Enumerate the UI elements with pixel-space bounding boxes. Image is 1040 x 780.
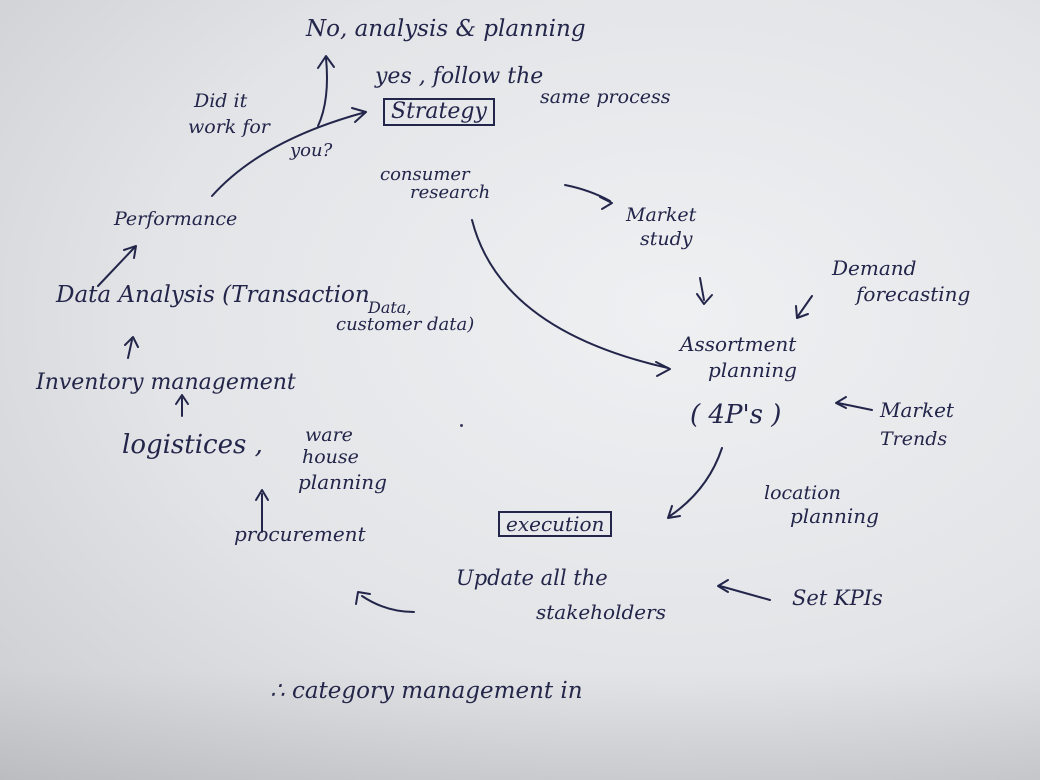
logistics-line-1: logistices , xyxy=(122,430,263,460)
arrowhead-market xyxy=(599,196,613,210)
logistics-line-3: house xyxy=(302,446,359,468)
arrow-to-no xyxy=(317,57,328,127)
arrow-kpis-to-update xyxy=(719,585,771,601)
arrowhead-market-down xyxy=(696,293,713,305)
four-ps-label: ( 4P's ) xyxy=(690,400,782,430)
data-analysis-label: Data Analysis (Transaction xyxy=(56,282,370,308)
location-planning-line-1: location xyxy=(764,482,841,504)
location-planning-line-2: planning xyxy=(790,504,879,528)
footer-category-management: ∴ category management in xyxy=(270,678,583,704)
procurement-label: procurement xyxy=(234,522,366,546)
arrow-4ps-to-execution xyxy=(669,447,723,517)
arrow-performance-to-strategy xyxy=(211,111,367,197)
arrowhead-trends xyxy=(835,396,847,409)
arrowhead-no xyxy=(317,55,335,69)
strategy-box: Strategy xyxy=(383,98,495,126)
arrowhead-assortment-left xyxy=(655,361,671,377)
arrow-inventory-to-data xyxy=(127,339,133,359)
question-line-2: work for xyxy=(188,116,270,138)
no-branch-label: No, analysis & planning xyxy=(306,16,586,42)
arrowhead-update xyxy=(355,591,371,605)
demand-forecasting-line-2: forecasting xyxy=(856,282,971,306)
pen-dot xyxy=(460,424,463,427)
arrowhead-logistics xyxy=(255,489,269,501)
market-study-line-2: study xyxy=(640,228,693,250)
arrow-trends-to-4ps xyxy=(837,402,873,411)
logistics-line-4: planning xyxy=(298,470,387,494)
assortment-line-1: Assortment xyxy=(680,332,797,356)
arrowhead-kpis xyxy=(717,579,729,593)
execution-box: execution xyxy=(498,511,613,537)
arrow-data-to-performance xyxy=(97,247,135,287)
set-kpis-label: Set KPIs xyxy=(792,586,883,610)
inventory-management-label: Inventory management xyxy=(36,370,296,395)
yes-branch-label: yes , follow the xyxy=(375,64,544,89)
data-analysis-line-2: Data, xyxy=(368,298,412,317)
logistics-line-2: ware xyxy=(305,424,353,446)
arrow-market-to-assortment xyxy=(699,277,705,301)
arrow-update-to-procurement xyxy=(361,595,415,613)
question-line-3: you? xyxy=(290,140,333,161)
market-study-line-1: Market xyxy=(626,204,697,226)
question-line-1: Did it xyxy=(194,90,248,112)
arrowhead-data xyxy=(124,336,139,348)
market-trends-line-1: Market xyxy=(880,398,954,422)
arrowhead-demand xyxy=(795,305,809,319)
update-line-2: stakeholders xyxy=(536,600,666,624)
arrowhead-inventory xyxy=(175,394,189,405)
performance-label: Performance xyxy=(114,208,238,230)
arrow-demand-to-assortment xyxy=(797,295,813,317)
market-trends-line-2: Trends xyxy=(880,428,948,450)
update-line-1: Update all the xyxy=(456,566,608,590)
demand-forecasting-line-1: Demand xyxy=(832,256,917,280)
same-process-label: same process xyxy=(540,86,671,108)
arrow-research-to-assortment xyxy=(471,219,669,369)
data-analysis-line-3: customer data) xyxy=(336,314,475,335)
arrowhead-execution xyxy=(667,505,681,519)
consumer-research-line-2: research xyxy=(410,182,491,203)
arrowhead-strategy xyxy=(351,107,367,123)
consumer-research-line-1: consumer xyxy=(380,164,470,185)
arrowhead-performance xyxy=(123,245,137,259)
assortment-line-2: planning xyxy=(708,358,797,382)
